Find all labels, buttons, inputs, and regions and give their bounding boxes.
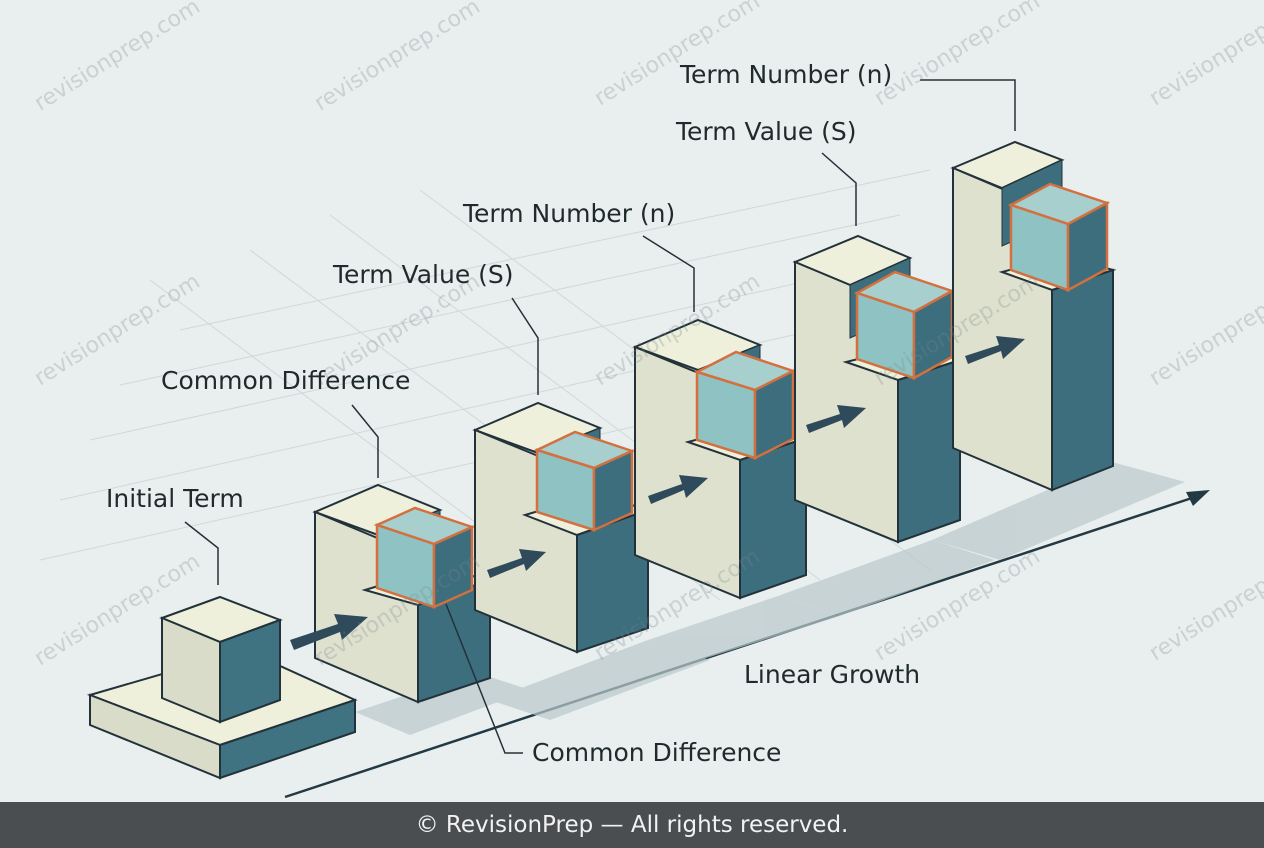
common-difference-cube-3: [693, 350, 797, 461]
label-term-number-top: Term Number (n): [680, 60, 893, 89]
step-arrow-5: [965, 336, 1025, 364]
copyright-footer: © RevisionPrep — All rights reserved.: [0, 802, 1264, 848]
leader-initial-term: [184, 521, 219, 585]
copyright-text: © RevisionPrep — All rights reserved.: [415, 812, 849, 838]
step-arrow-3: [648, 475, 708, 504]
leader-common-difference-top: [351, 404, 379, 478]
leader-term-value-2: [821, 152, 857, 226]
initial-term-block: [86, 595, 358, 780]
label-term-value-middle: Term Value (S): [333, 260, 514, 289]
label-term-number-middle: Term Number (n): [463, 199, 676, 228]
common-difference-cube-5: [1007, 182, 1111, 293]
label-common-difference-bottom: Common Difference: [532, 738, 782, 767]
step-arrow-4: [806, 405, 866, 433]
common-difference-cube-1: [373, 506, 476, 609]
label-term-value-top: Term Value (S): [676, 117, 857, 146]
leader-term-number-2: [920, 79, 1016, 131]
label-common-difference-top: Common Difference: [161, 366, 411, 395]
label-linear-growth: Linear Growth: [744, 660, 921, 689]
leader-term-number-1: [642, 235, 695, 312]
common-difference-cube-4: [853, 270, 956, 381]
leader-common-difference-bottom: [445, 603, 523, 754]
label-initial-term: Initial Term: [106, 484, 244, 513]
step-arrow-2: [487, 549, 546, 578]
block-shadows: [355, 462, 1185, 735]
leader-term-value-1: [511, 297, 539, 395]
common-difference-cube-2: [533, 430, 636, 532]
leader-lines: [184, 79, 1016, 754]
step-arrows: [290, 336, 1025, 650]
step-arrow-1: [290, 614, 368, 650]
